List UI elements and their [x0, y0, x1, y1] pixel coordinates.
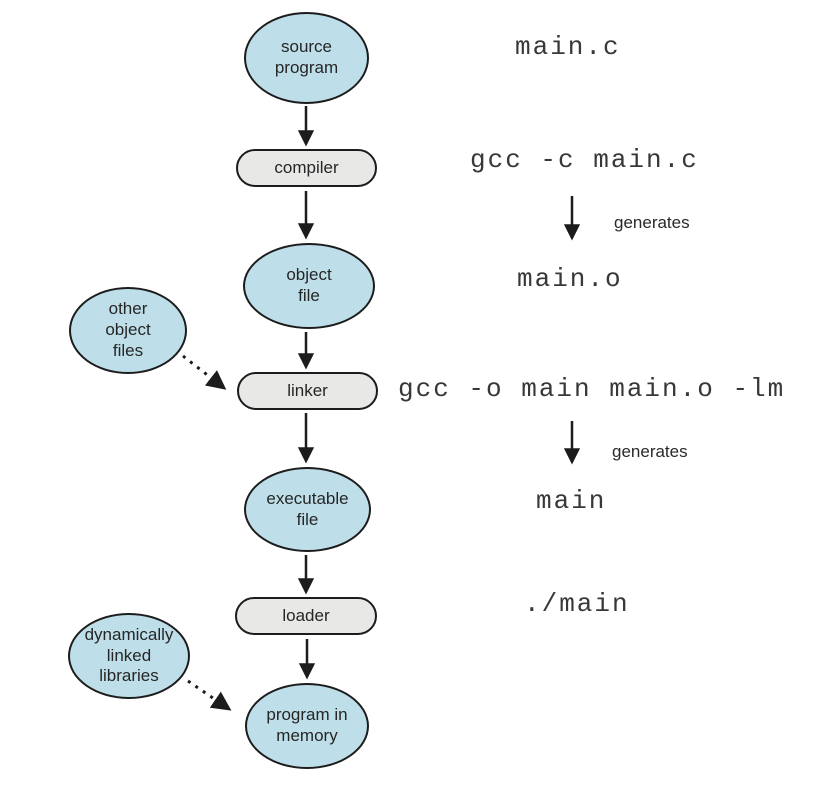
node-object-file: object file	[243, 243, 375, 329]
generates-label-compile: generates	[614, 213, 690, 232]
dashed-arrow-dll-to-program-in-memory	[187, 679, 232, 711]
node-compiler: compiler	[236, 149, 377, 187]
node-label: executable file	[266, 488, 349, 529]
node-source-program: source program	[244, 12, 369, 104]
node-label: object file	[286, 265, 332, 305]
node-program-in-memory: program in memory	[245, 683, 369, 769]
node-label: other object files	[105, 299, 151, 360]
dashed-arrow-other-objects-to-linker	[182, 354, 227, 390]
node-label: program in memory	[266, 705, 348, 745]
command-source-file: main.c	[515, 32, 621, 62]
command-link: gcc -o main main.o -lm	[398, 374, 786, 404]
node-label: source program	[274, 37, 339, 77]
generates-label-link: generates	[612, 442, 688, 461]
node-dynamically-linked-libraries: dynamically linked libraries	[68, 613, 190, 699]
command-compile: gcc -c main.c	[470, 145, 699, 175]
command-object-file-name: main.o	[517, 264, 623, 294]
node-executable-file: executable file	[244, 467, 371, 552]
node-label: loader	[282, 605, 330, 625]
node-label: dynamically linked libraries	[84, 624, 174, 686]
command-run: ./main	[524, 589, 630, 619]
node-label: linker	[287, 380, 328, 400]
node-other-object-files: other object files	[69, 287, 187, 374]
node-loader: loader	[235, 597, 377, 635]
node-label: compiler	[274, 157, 339, 177]
node-linker: linker	[237, 372, 378, 410]
command-executable-name: main	[536, 486, 607, 516]
